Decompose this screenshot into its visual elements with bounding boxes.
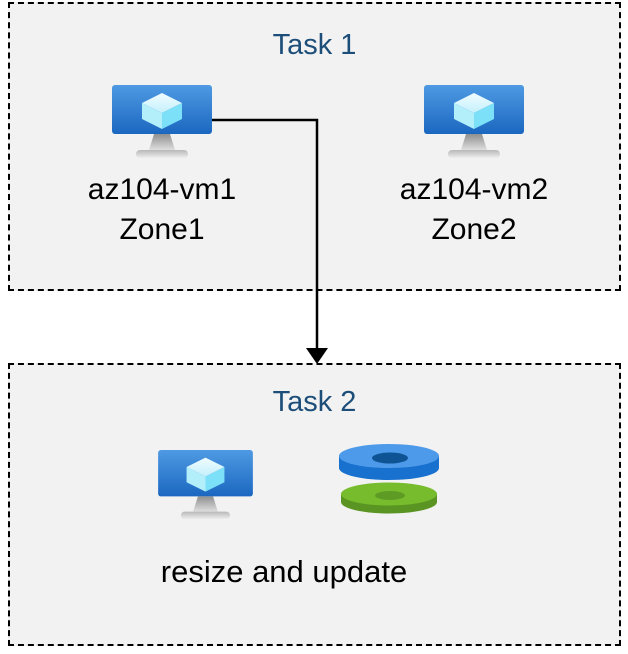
cube-right-face [474,103,494,129]
monitor-base [180,511,231,520]
monitor-base [136,150,188,158]
monitor-base [448,150,500,158]
vm1-zone: Zone1 [119,213,205,246]
managed-disks-icon [339,444,439,514]
task1-panel: Task 1 az104-vm1 Zone1 az104-vm2 [8,2,621,291]
virtual-machine-icon [424,85,524,158]
blue-disk [339,444,439,480]
monitor-stand [149,134,175,150]
vm1-label: az104-vm1 Zone1 [42,170,282,250]
virtual-machine-icon [112,85,212,158]
task1-title: Task 1 [272,29,357,61]
vm2-label: az104-vm2 Zone2 [354,170,594,250]
task2-caption: resize and update [160,554,408,589]
monitor-stand [461,134,487,150]
vm2-zone: Zone2 [431,213,517,246]
cube-left-face [186,467,206,492]
vm1-name: az104-vm1 [87,173,237,206]
virtual-machine-icon [158,450,253,520]
cube-left-face [142,103,162,129]
cube-left-face [454,103,474,129]
cube-right-face [162,103,182,129]
cube-top-face [186,457,225,477]
monitor-stand [193,496,218,512]
cube-right-face [205,467,225,492]
task2-title: Task 2 [272,386,357,418]
vm2-name: az104-vm2 [399,173,549,206]
green-disk [341,482,437,514]
task2-panel: Task 2 [8,363,621,646]
arrowhead-icon [306,348,328,364]
